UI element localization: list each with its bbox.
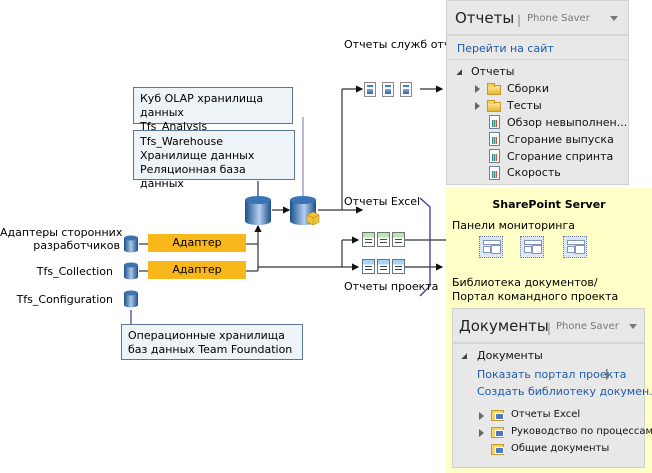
database-icon	[124, 235, 138, 253]
documents-panel-header: Документы | Phone Saver	[453, 309, 644, 344]
document-library-icon	[491, 427, 504, 438]
tree-item-process-guidance[interactable]: Руководство по процессам	[511, 426, 652, 437]
expand-triangle-icon[interactable]	[479, 412, 484, 420]
tfs-configuration-label: Tfs_Configuration	[16, 293, 113, 306]
report-icon	[489, 115, 500, 129]
report-icon	[489, 132, 500, 146]
report-icon	[489, 149, 500, 163]
project-report-icon	[377, 259, 390, 274]
report-document-icon	[364, 82, 376, 97]
reports-root-node[interactable]: Отчеты	[471, 65, 515, 78]
warehouse-box: Tfs_Warehouse Хранилище данных Реляционн…	[133, 130, 295, 190]
folder-icon	[487, 100, 501, 112]
excel-report-icon	[392, 232, 405, 247]
third-party-adapters-label: Адаптеры сторонних разработчиков	[0, 226, 123, 252]
documents-panel: Документы | Phone Saver Документы Показа…	[452, 308, 652, 468]
collapse-triangle-icon[interactable]	[456, 69, 462, 75]
report-document-icon	[382, 82, 394, 97]
title-separator: |	[517, 13, 522, 27]
dashboard-icon	[520, 236, 544, 258]
olap-cube-database-icon	[290, 196, 320, 226]
tree-item-builds[interactable]: Сборки	[507, 82, 549, 95]
folder-icon	[487, 83, 501, 95]
database-icon	[124, 262, 138, 280]
dashboard-icon	[563, 236, 587, 258]
excel-report-icon	[377, 232, 390, 247]
reports-panel: Отчеты | Phone Saver Перейти на сайт Отч…	[446, 0, 629, 185]
dropdown-caret-icon[interactable]	[610, 16, 618, 21]
documents-panel-subtitle: Phone Saver	[556, 321, 619, 332]
document-library-label: Библиотека документов/ Портал командного…	[452, 276, 619, 303]
documents-root-node[interactable]: Документы	[477, 349, 543, 362]
reporting-services-reports-label: Отчеты служб отчетов	[344, 38, 477, 51]
title-separator: |	[547, 321, 552, 335]
dashboards-label: Панели мониторинга	[452, 219, 575, 232]
documents-panel-title: Документы	[459, 317, 549, 335]
reports-panel-title: Отчеты	[455, 9, 515, 27]
tree-item-excel-reports[interactable]: Отчеты Excel	[511, 409, 581, 420]
sharepoint-server-title: SharePoint Server	[492, 198, 606, 211]
adapter-block: Адаптер	[148, 234, 246, 252]
collapse-triangle-icon[interactable]	[461, 353, 467, 359]
database-icon	[124, 290, 138, 308]
show-project-portal-link[interactable]: Показать портал проекта	[477, 368, 627, 381]
tree-item-velocity[interactable]: Скорость	[507, 166, 561, 179]
dashboard-icon	[479, 236, 503, 258]
tree-item-sprint-burndown[interactable]: Сгорание спринта	[507, 150, 614, 163]
project-report-icon	[392, 259, 405, 274]
dropdown-caret-icon[interactable]	[629, 324, 637, 329]
expand-triangle-icon[interactable]	[475, 102, 480, 110]
document-library-icon	[491, 410, 504, 421]
expand-triangle-icon[interactable]	[479, 429, 484, 437]
reports-panel-header: Отчеты | Phone Saver	[447, 1, 628, 36]
bracket-line	[419, 197, 431, 297]
reports-panel-subtitle: Phone Saver	[527, 13, 590, 24]
project-reports-label: Отчеты проекта	[344, 280, 439, 293]
project-report-icon	[362, 259, 375, 274]
document-library-icon	[491, 444, 504, 455]
link-separator: |	[605, 367, 609, 380]
expand-triangle-icon[interactable]	[475, 85, 480, 93]
tree-item-tests[interactable]: Тесты	[507, 99, 542, 112]
excel-report-icon	[362, 232, 375, 247]
adapter-block: Адаптер	[148, 261, 246, 279]
report-icon	[489, 166, 500, 180]
report-document-icon	[400, 82, 412, 97]
tree-item-shared-documents[interactable]: Общие документы	[511, 443, 610, 454]
warehouse-database-icon	[245, 196, 271, 225]
operational-stores-box: Операционные хранилища баз данных Team F…	[121, 324, 303, 360]
create-document-library-link[interactable]: Создать библиотеку докумен...	[477, 385, 652, 398]
tfs-collection-label: Tfs_Collection	[36, 265, 113, 278]
excel-reports-label: Отчеты Excel	[344, 195, 421, 208]
tree-item-release-burndown[interactable]: Сгорание выпуска	[507, 133, 614, 146]
olap-cube-box: Куб OLAP хранилища данных Tfs_Analysis	[133, 87, 293, 133]
go-to-site-link[interactable]: Перейти на сайт	[457, 42, 554, 55]
tree-item-backlog-overview[interactable]: Обзор невыполнен...	[507, 116, 628, 129]
